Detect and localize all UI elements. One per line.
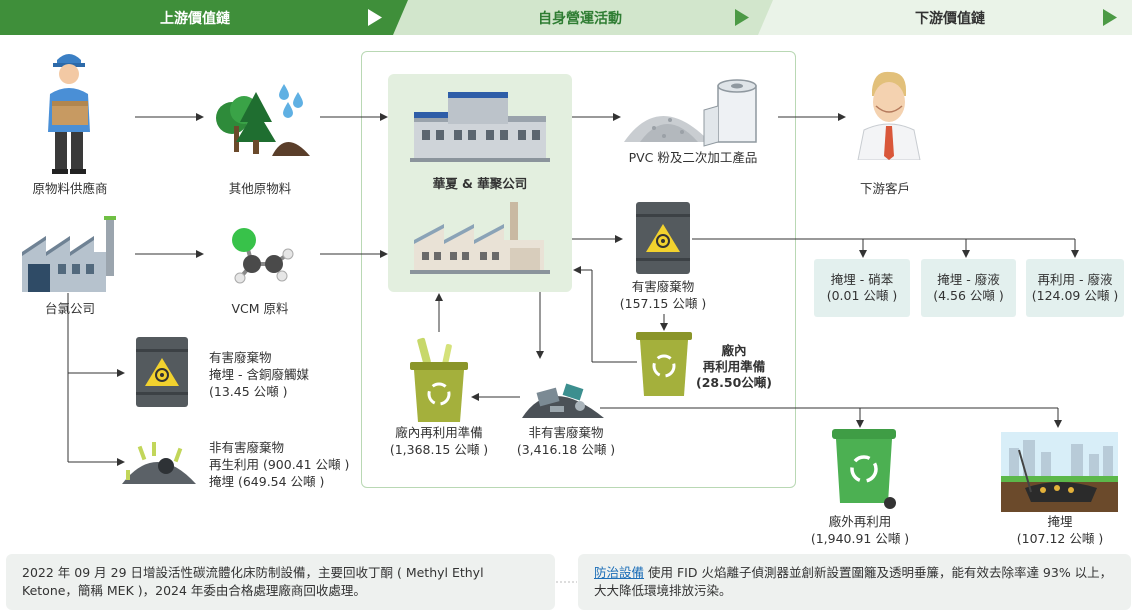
- other-raw-label: 其他原物料: [228, 181, 292, 196]
- internal-reuse-amount: (1,368.15 公噸 ): [389, 442, 489, 457]
- pvc-products-label: PVC 粉及二次加工產品: [628, 150, 758, 165]
- trees-water-icon: [216, 84, 310, 156]
- offsite-recycle-bin-icon: [832, 429, 896, 509]
- hz-reuse-amount: (28.50公噸): [696, 375, 772, 390]
- company-plant-icon: [410, 202, 550, 274]
- upstream-nonhazardous-line2: 再生利用 (900.41 公噸 ): [209, 457, 350, 472]
- box-3-line1: 再利用 - 廢液: [1037, 272, 1113, 287]
- box-landfill-waste-liquid: 掩埋 - 廢液 (4.56 公噸 ): [921, 259, 1016, 317]
- stage-arrow-1-icon: [368, 9, 382, 26]
- landfill-scene-icon: [1001, 432, 1118, 512]
- box-2-line2: (4.56 公噸 ): [933, 288, 1004, 303]
- upstream-hazardous-line1: 有害廢棄物: [209, 350, 272, 365]
- box-landfill-nitrobenzene: 掩埋 - 硝苯 (0.01 公噸 ): [814, 259, 910, 317]
- upstream-hazardous-line3: (13.45 公噸 ): [209, 384, 288, 399]
- supplier-worker-icon: [48, 54, 90, 174]
- vcm-molecule-icon: [232, 228, 294, 284]
- non-hazardous-amount: (3,416.18 公噸 ): [516, 442, 616, 457]
- stage-arrow-3-icon: [1103, 9, 1117, 26]
- box-1-line1: 掩埋 - 硝苯: [830, 272, 894, 287]
- stage-bar: [0, 0, 1132, 35]
- box-reuse-waste-liquid: 再利用 - 廢液 (124.09 公噸 ): [1026, 259, 1124, 317]
- internal-reuse-label: 廠內再利用準備: [395, 425, 483, 440]
- offsite-reuse-label: 廠外再利用: [828, 514, 892, 529]
- formosa-plant-icon: [22, 216, 116, 292]
- landfill-amount: (107.12 公噸 ): [1016, 531, 1104, 546]
- company-label: 華夏 & 華聚公司: [432, 176, 528, 191]
- hazardous-waste-label: 有害廢棄物: [631, 279, 695, 294]
- recycle-bin-hz-icon: [636, 332, 692, 396]
- upstream-hazardous-line2: 掩埋 - 含銅廢觸媒: [209, 367, 309, 382]
- upstream-hazardous-barrel-icon: [136, 337, 188, 407]
- upstream-nonhazardous-line3: 掩埋 (649.54 公噸 ): [209, 474, 325, 489]
- company-factory-icon: [410, 92, 550, 162]
- upstream-nonhazardous-line1: 非有害廢棄物: [209, 440, 285, 455]
- stage-own-operations: 自身營運活動: [538, 10, 622, 27]
- non-hazardous-label: 非有害廢棄物: [528, 425, 604, 440]
- non-hazardous-pile-icon: [522, 383, 604, 418]
- supplier-label: 原物料供應商: [32, 181, 108, 196]
- hazardous-barrel-icon: [636, 202, 690, 274]
- box-1-line2: (0.01 公噸 ): [826, 288, 898, 303]
- stage-arrow-2-icon: [735, 9, 749, 26]
- vcm-label: VCM 原料: [231, 301, 289, 316]
- note-mek-recovery: 2022 年 09 月 29 日增設活性碳流體化床防制設備，主要回收丁酮 ( M…: [6, 554, 555, 610]
- upstream-scrap-pile-icon: [122, 442, 196, 484]
- offsite-reuse-amount: (1,940.91 公噸 ): [810, 531, 910, 546]
- customer-label: 下游客戶: [859, 181, 910, 196]
- hazardous-waste-amount: (157.15 公噸 ): [619, 296, 707, 311]
- note-prevention-equipment: 防治設備 使用 FID 火焰離子偵測器並創新設置圍籬及透明垂簾，能有效去除率達 …: [578, 554, 1131, 610]
- hz-reuse-line2: 再利用準備: [702, 359, 766, 374]
- internal-reuse-bin-icon: [410, 337, 468, 422]
- box-2-line1: 掩埋 - 廢液: [937, 272, 1000, 287]
- pvc-products-icon: [624, 79, 757, 147]
- stage-downstream: 下游價值鏈: [915, 10, 985, 27]
- prevention-equipment-text: 使用 FID 火焰離子偵測器並創新設置圍籬及透明垂簾，能有效去除率達 93% 以…: [594, 565, 1113, 598]
- formosa-label: 台氯公司: [44, 301, 95, 316]
- stage-upstream: 上游價值鏈: [160, 10, 230, 27]
- hz-reuse-line1: 廠內: [721, 343, 747, 358]
- customer-icon: [857, 71, 921, 160]
- prevention-equipment-link[interactable]: 防治設備: [594, 565, 645, 580]
- box-3-line2: (124.09 公噸 ): [1031, 288, 1119, 303]
- landfill-label: 掩埋: [1047, 514, 1073, 529]
